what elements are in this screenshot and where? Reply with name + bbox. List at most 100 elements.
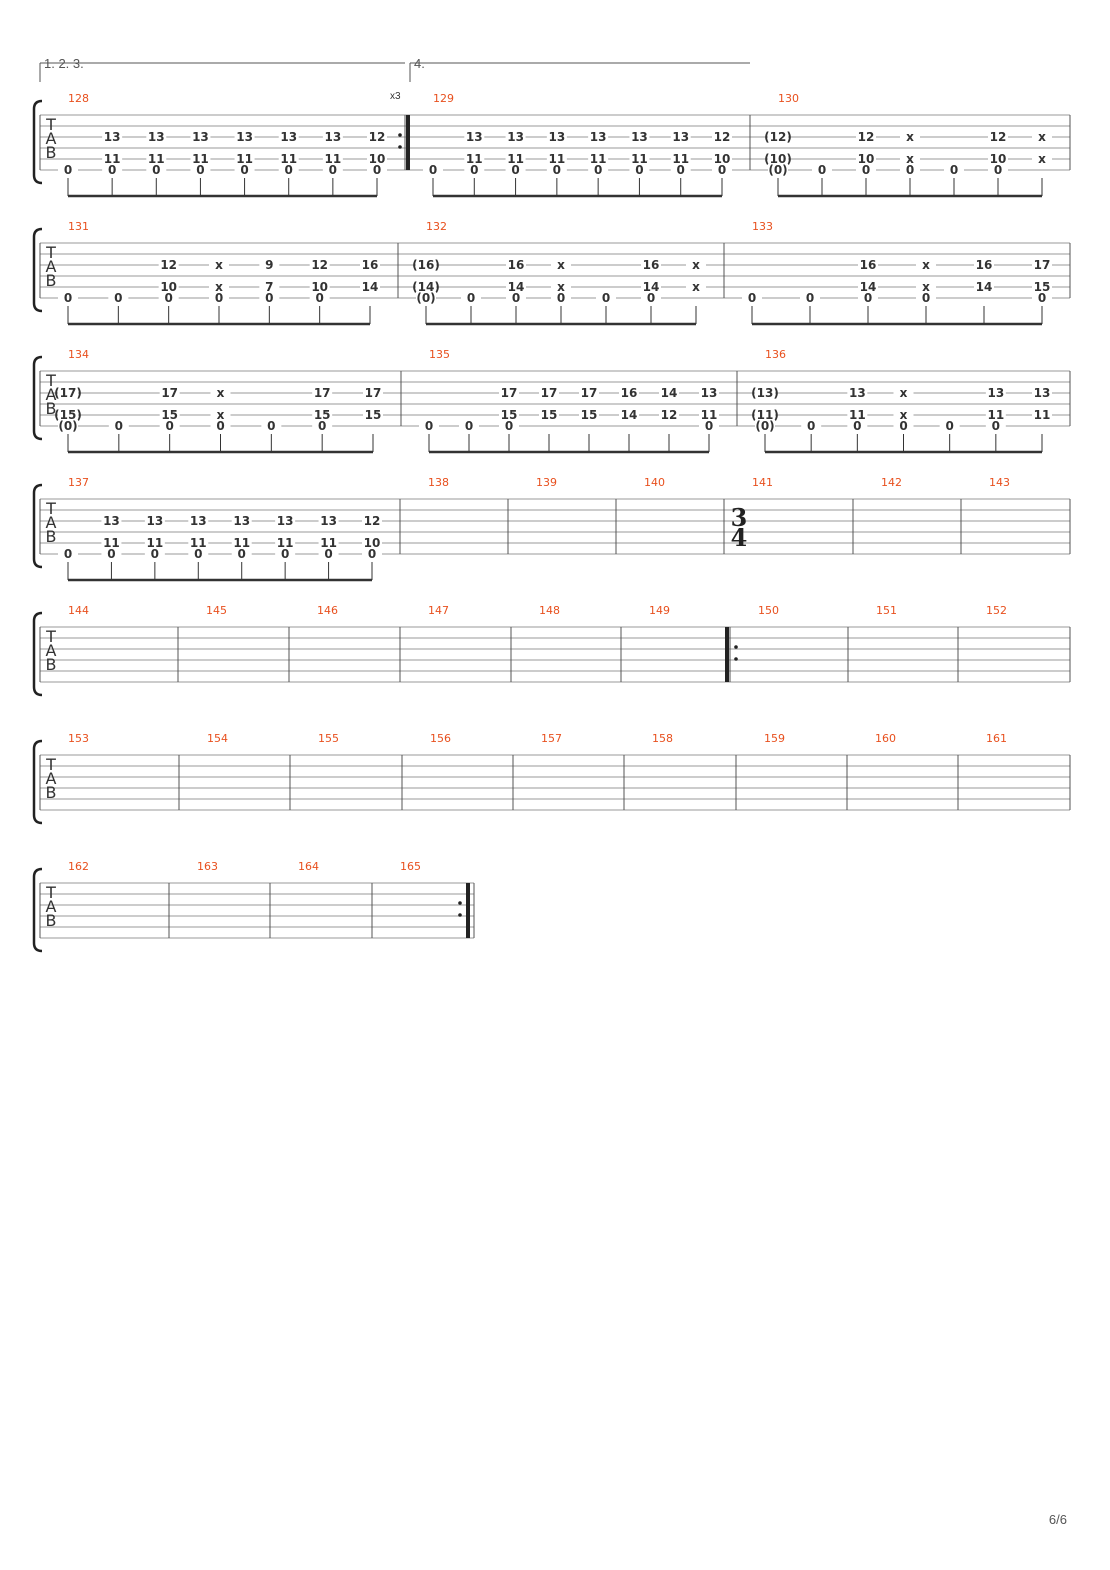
fret-number: x [900, 386, 908, 400]
tab-clef-letter: B [46, 911, 57, 930]
fret-bg [988, 131, 1008, 143]
tab-clef-letter: A [46, 769, 57, 788]
fret-number: 0 [677, 163, 685, 177]
fret-bg [974, 259, 994, 271]
fret-bg [464, 131, 485, 143]
fret-bg [108, 420, 129, 432]
fret-number: 11 [549, 152, 566, 166]
fret-number: 14 [508, 280, 525, 294]
fret-number: 11 [147, 536, 164, 550]
tab-clef-letter: A [46, 513, 57, 532]
fret-number: 0 [862, 163, 870, 177]
fret-bg [916, 292, 936, 304]
measure-number: 146 [317, 604, 338, 617]
fret-bg [686, 259, 706, 271]
repeat-count: x3 [390, 91, 401, 102]
fret-bg [58, 292, 78, 304]
fret-number: 17 [501, 386, 518, 400]
tab-clef-letter: T [45, 755, 56, 774]
fret-bg [629, 153, 650, 165]
fret-bg [699, 409, 719, 421]
fret-number: 11 [104, 152, 121, 166]
fret-bg [988, 153, 1008, 165]
fret-number: 0 [281, 547, 289, 561]
fret-bg [159, 420, 180, 432]
fret-bg [419, 420, 439, 432]
fret-number: (0) [58, 419, 77, 433]
fret-number: 14 [860, 280, 877, 294]
repeat-dot [734, 645, 738, 649]
fret-number: 17 [1034, 258, 1051, 272]
fret-bg [1032, 259, 1052, 271]
fret-number: 0 [602, 291, 610, 305]
fret-number: 0 [853, 419, 861, 433]
fret-bg [551, 281, 571, 293]
measure-number: 160 [875, 732, 896, 745]
fret-number: 13 [277, 514, 294, 528]
fret-number: 13 [1034, 386, 1051, 400]
fret-number: 0 [807, 419, 815, 433]
page-number: 6/6 [1049, 1512, 1067, 1527]
fret-bg [158, 292, 179, 304]
fret-number: 0 [922, 291, 930, 305]
fret-bg [158, 259, 179, 271]
measure-number: 158 [652, 732, 673, 745]
fret-bg [1032, 387, 1052, 399]
fret-number: 14 [621, 408, 638, 422]
fret-bg [209, 281, 229, 293]
fret-bg [464, 153, 485, 165]
fret-bg [367, 164, 387, 176]
fret-number: 0 [115, 419, 123, 433]
measure-number: 155 [318, 732, 339, 745]
measure-number: 149 [649, 604, 670, 617]
fret-bg [1032, 409, 1052, 421]
volta-label: 4. [414, 56, 425, 71]
tab-clef-letter: B [46, 399, 57, 418]
fret-bg [459, 420, 479, 432]
fret-number: x [557, 280, 565, 294]
fret-bg [1032, 281, 1052, 293]
fret-number: 11 [325, 152, 342, 166]
measure-number: 139 [536, 476, 557, 489]
fret-bg [210, 409, 231, 421]
fret-bg [551, 259, 571, 271]
staff-brace [32, 611, 43, 697]
fret-bg [800, 292, 820, 304]
fret-bg [659, 409, 679, 421]
fret-number: 0 [992, 419, 1000, 433]
staff-brace [32, 483, 43, 569]
fret-number: 0 [196, 163, 204, 177]
fret-number: 0 [470, 163, 478, 177]
fret-number: 0 [165, 419, 173, 433]
fret-bg [101, 515, 122, 527]
fret-bg [985, 420, 1006, 432]
fret-number: 11 [320, 536, 337, 550]
fret-number: 15 [541, 408, 558, 422]
fret-number: 13 [148, 130, 165, 144]
staff-brace [32, 227, 43, 313]
fret-bg [893, 420, 914, 432]
fret-bg [712, 164, 732, 176]
fret-bg [768, 131, 788, 143]
fret-bg [322, 164, 343, 176]
fret-number: 0 [151, 547, 159, 561]
fret-bg [847, 409, 868, 421]
measure-number: 162 [68, 860, 89, 873]
fret-number: 0 [215, 291, 223, 305]
fret-bg [261, 420, 282, 432]
fret-bg [318, 537, 339, 549]
fret-number: x [922, 258, 930, 272]
fret-bg [278, 153, 299, 165]
fret-bg [847, 387, 868, 399]
fret-bg [812, 164, 832, 176]
fret-bg [641, 259, 661, 271]
measure-number: 165 [400, 860, 421, 873]
fret-number: 0 [429, 163, 437, 177]
repeat-dot [734, 657, 738, 661]
fret-bg [146, 164, 167, 176]
fret-number: 13 [466, 130, 483, 144]
fret-bg [619, 387, 639, 399]
fret-bg [144, 537, 165, 549]
measure-number: 140 [644, 476, 665, 489]
